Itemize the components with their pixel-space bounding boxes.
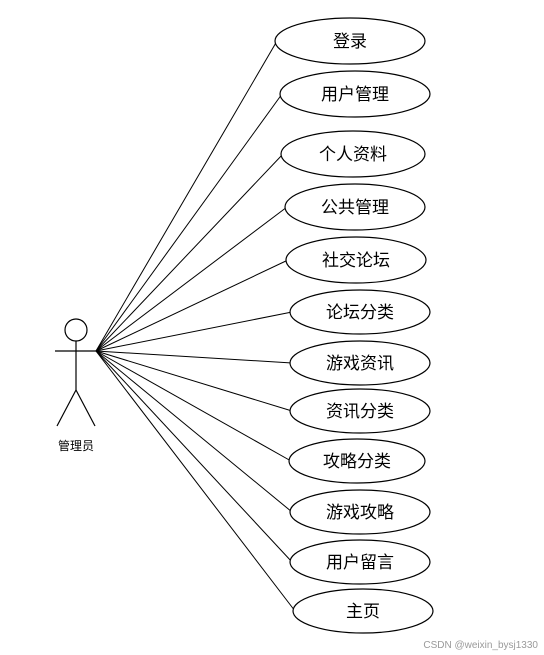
association-line — [95, 350, 296, 612]
association-line — [95, 206, 288, 352]
use-case-ellipse — [289, 539, 431, 585]
use-case-ellipse — [289, 340, 431, 386]
association-line — [95, 153, 284, 352]
association-line — [95, 311, 293, 352]
use-case-ellipse — [280, 130, 426, 178]
association-line — [95, 350, 293, 412]
association-line — [95, 350, 292, 462]
actor-head — [64, 318, 88, 342]
use-case: 个人资料 — [280, 130, 426, 178]
use-case-label: 攻略分类 — [323, 452, 391, 472]
use-case-label: 论坛分类 — [326, 303, 394, 323]
association-line — [95, 259, 289, 352]
use-case-label: 游戏资讯 — [326, 354, 394, 374]
actor-admin — [55, 318, 97, 427]
use-case: 主页 — [292, 588, 434, 634]
use-case: 用户管理 — [279, 70, 431, 118]
use-case: 攻略分类 — [288, 438, 426, 484]
watermark: CSDN @weixin_bysj1330 — [423, 640, 538, 651]
use-case: 游戏攻略 — [289, 489, 431, 535]
use-cases: 登录用户管理个人资料公共管理社交论坛论坛分类游戏资讯资讯分类攻略分类游戏攻略用户… — [274, 17, 434, 634]
use-case: 公共管理 — [284, 183, 426, 231]
use-case-ellipse — [284, 183, 426, 231]
use-case-label: 个人资料 — [319, 145, 387, 165]
use-case-ellipse — [274, 17, 426, 65]
use-case-label: 主页 — [346, 602, 380, 622]
actor-left-leg — [56, 389, 77, 427]
use-case: 社交论坛 — [285, 236, 427, 284]
use-case-ellipse — [289, 388, 431, 434]
association-line — [95, 350, 293, 513]
use-case-label: 社交论坛 — [322, 251, 390, 271]
actor-label: 管理员 — [58, 438, 94, 453]
use-case-ellipse — [279, 70, 431, 118]
use-case: 论坛分类 — [289, 289, 431, 335]
actor-right-leg — [75, 389, 96, 427]
use-case-label: 公共管理 — [321, 198, 389, 218]
association-line — [95, 93, 283, 352]
association-line — [95, 350, 293, 364]
use-case-ellipse — [292, 588, 434, 634]
use-case-label: 用户管理 — [321, 85, 389, 105]
use-case-label: 资讯分类 — [326, 402, 394, 422]
use-case: 登录 — [274, 17, 426, 65]
use-case-ellipse — [289, 489, 431, 535]
use-case: 资讯分类 — [289, 388, 431, 434]
use-case: 游戏资讯 — [289, 340, 431, 386]
association-line — [95, 350, 293, 563]
use-case-ellipse — [289, 289, 431, 335]
use-case: 用户留言 — [289, 539, 431, 585]
association-lines — [95, 40, 296, 612]
use-case-label: 游戏攻略 — [326, 503, 394, 523]
use-case-label: 用户留言 — [326, 553, 394, 573]
association-line — [95, 40, 278, 352]
use-case-ellipse — [288, 438, 426, 484]
use-case-label: 登录 — [333, 32, 367, 52]
use-case-ellipse — [285, 236, 427, 284]
